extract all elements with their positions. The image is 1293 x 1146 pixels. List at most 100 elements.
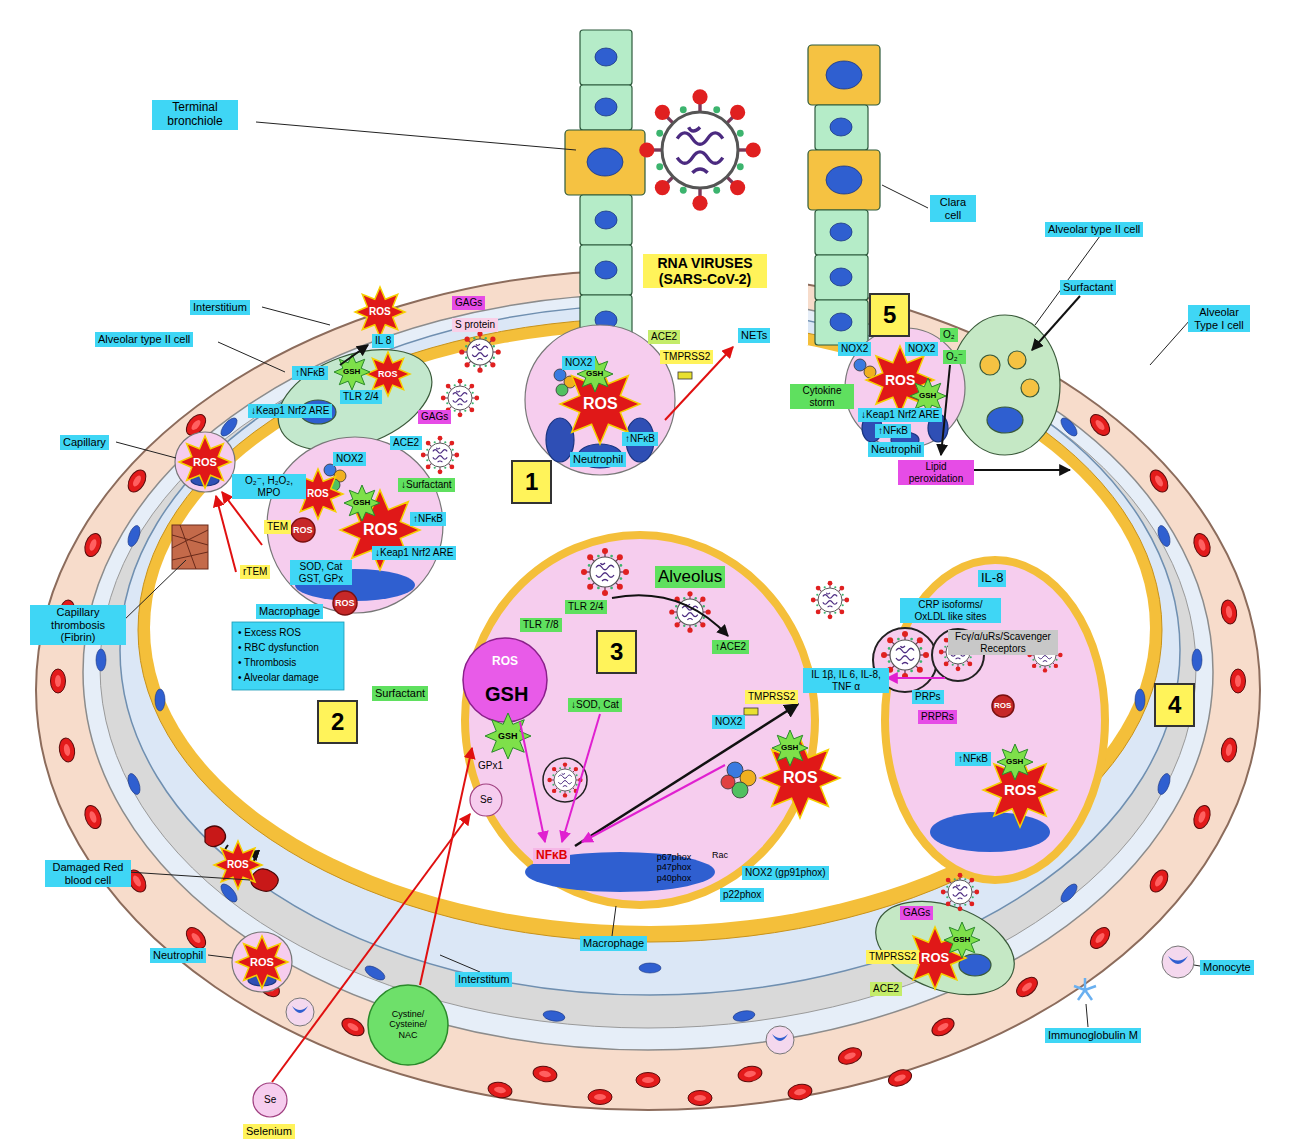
part-label: ↓Keap1 Nrf2 ARE <box>248 404 332 418</box>
terminal-bronchiole-cells <box>565 130 645 195</box>
leader-lines <box>208 955 232 958</box>
gsh-label: GSH <box>343 367 360 376</box>
callout-number: 2 <box>317 700 358 744</box>
molecule-text: Rac <box>712 850 728 860</box>
callout-number: 4 <box>1154 683 1195 727</box>
gsh-label: GSH <box>498 731 518 741</box>
ros-stars <box>291 518 315 542</box>
molecule-label: rTEM <box>240 565 270 579</box>
gsh-label: GSH <box>781 743 798 752</box>
gsh-stars <box>997 744 1033 780</box>
ros-label: ROS <box>335 598 355 608</box>
thrombus-and-antibody <box>172 525 208 569</box>
red-blood-cells <box>1231 669 1246 693</box>
consequence-box <box>232 622 344 690</box>
leader-lines <box>440 955 480 972</box>
consequence-item: • Excess ROS <box>238 627 301 639</box>
terminal-bronchiole-cells <box>830 223 852 241</box>
red-blood-cells <box>1087 924 1114 952</box>
cell-nuclei <box>155 689 165 711</box>
gsh-stars <box>334 354 1033 958</box>
ros-label: ROS <box>227 859 249 871</box>
terminal-bronchiole-cells <box>808 45 880 105</box>
cell-nuclei <box>126 524 143 548</box>
alveolar-type-ii-cells <box>218 236 1190 1012</box>
virus-title: RNA VIRUSES (SARS-CoV-2) <box>643 254 767 288</box>
thrombus-and-antibody <box>172 525 1194 1000</box>
leader-lines <box>128 872 250 880</box>
molecule-label: PRPRs <box>918 710 957 724</box>
molecule-label: Selenium <box>243 1124 295 1139</box>
pathway-arrows <box>222 492 262 545</box>
process-label: TLR 2/4 <box>565 600 607 614</box>
part-label: Neutrophil <box>570 452 626 467</box>
terminal-bronchiole-cells <box>580 245 632 295</box>
callout-number: 5 <box>869 293 910 337</box>
terminal-bronchiole-cells <box>595 211 617 229</box>
molecule-text: Se <box>480 794 492 806</box>
gsh-stars <box>772 730 808 766</box>
terminal-bronchiole-cells <box>830 118 852 136</box>
cell-nuclei <box>1156 524 1173 548</box>
glutathione-and-selenium <box>470 784 502 816</box>
molecule-text: Se <box>264 1094 276 1106</box>
red-blood-cells <box>787 1083 813 1102</box>
leader-lines <box>116 122 1200 1027</box>
terminal-bronchiole-cells <box>595 48 617 66</box>
glutathione-and-selenium <box>463 638 547 722</box>
sars-cov-2-virions <box>941 873 979 911</box>
thrombus-and-antibody <box>1074 978 1096 1000</box>
receptor-label: ACE2 <box>870 982 902 996</box>
nox2-complexes <box>556 384 568 396</box>
ros-label: ROS <box>783 769 818 787</box>
terminal-bronchiole-cells <box>808 150 880 210</box>
pathway-arrows <box>887 677 945 679</box>
ros-label: ROS <box>369 306 391 318</box>
alveolar-type-ii-cells <box>980 355 1000 375</box>
damaged-red-blood-cells <box>205 826 226 847</box>
part-label: Interstitium <box>190 300 250 315</box>
part-label: Monocyte <box>1200 960 1254 975</box>
part-label: NOX2 <box>838 342 871 356</box>
alveolar-wall-layers <box>120 305 1180 995</box>
part-label: IL 1β, IL 6, IL-8, TNF α <box>803 668 889 693</box>
damaged-red-blood-cells <box>251 869 278 892</box>
pathway-arrows <box>216 296 1080 1082</box>
part-label: Immunoglobulin M <box>1045 1028 1141 1043</box>
ros-label: ROS <box>378 369 398 379</box>
nox2-complexes <box>854 359 866 371</box>
sars-cov-2-virions <box>421 436 459 474</box>
molecule-text: p67phox p47phox p40phox <box>648 852 700 883</box>
terminal-bronchiole-cells <box>595 98 617 116</box>
red-blood-cells <box>1191 803 1213 831</box>
red-blood-cells <box>51 669 66 693</box>
process-label: TLR 7/8 <box>520 618 562 632</box>
process-label: O₂⁻ <box>943 350 966 364</box>
pathway-arrows <box>216 496 236 572</box>
part-label: Macrophage <box>256 604 323 619</box>
red-blood-cells <box>1191 531 1213 559</box>
part-label: NOX2 <box>333 452 366 466</box>
damaged-red-blood-cells <box>205 826 278 891</box>
red-blood-cells <box>532 1065 558 1084</box>
nfkb-label: NFκB <box>533 848 570 864</box>
glutathione-and-selenium <box>253 1083 287 1117</box>
process-label: O₂ <box>940 328 958 342</box>
nox2-complexes <box>744 708 758 715</box>
consequence-item: • Alveolar damage <box>238 672 319 684</box>
cell-nuclei <box>542 1009 565 1023</box>
alveolar-wall-layers <box>83 294 1213 1050</box>
cell-nuclei <box>96 415 1202 1022</box>
cell-nuclei <box>639 963 661 973</box>
protein-label: S protein <box>452 318 498 332</box>
molecule-label: GAGs <box>452 296 485 310</box>
neutrophils <box>191 414 948 986</box>
red-blood-cells <box>58 737 77 763</box>
red-blood-cells <box>125 467 150 495</box>
part-label: p22phox <box>720 888 764 902</box>
alveolar-wall-layers <box>36 270 1260 1110</box>
process-label: Alveolus <box>655 566 725 588</box>
pathway-arrows <box>340 345 368 365</box>
part-label: Alveolar Type I cell <box>1188 305 1250 332</box>
